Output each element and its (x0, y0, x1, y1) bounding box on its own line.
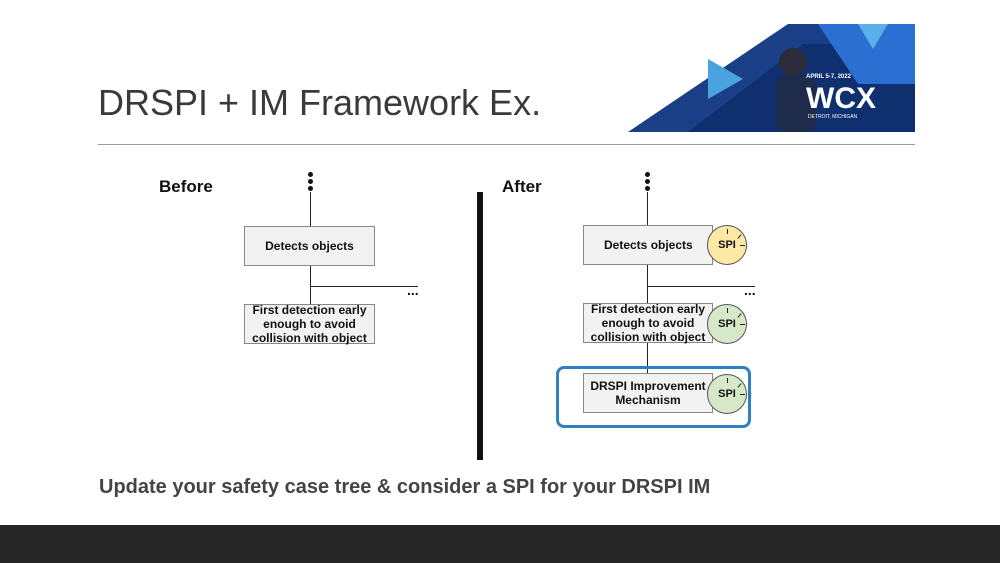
spi-gauge-icon: SPI (707, 225, 747, 265)
connector-line (647, 343, 648, 373)
spi-label: SPI (718, 239, 736, 251)
before-first-detection-box: First detection early enough to avoid co… (244, 303, 375, 345)
connector-line (647, 192, 648, 226)
after-drspi-improvement-box: DRSPI Improvement Mechanism (583, 373, 713, 413)
continuation-dot (308, 179, 313, 184)
continuation-dot (645, 179, 650, 184)
before-after-divider (477, 192, 483, 460)
connector-line (310, 266, 311, 304)
branch-line (647, 286, 755, 287)
before-label: Before (159, 177, 213, 196)
connector-line (310, 192, 311, 226)
new-im-highlight-frame (556, 366, 751, 428)
continuation-dot (645, 186, 650, 191)
continuation-dot (645, 172, 650, 177)
footer-bar (0, 525, 1000, 563)
slide-caption: Update your safety case tree & consider … (99, 476, 711, 498)
wcx-banner: APRIL 5-7, 2022 WCX DETROIT, MICHIGAN (628, 24, 915, 132)
after-first-detection-box: First detection early enough to avoid co… (583, 302, 713, 344)
before-ellipsis: ... (407, 282, 419, 298)
after-ellipsis: ... (744, 282, 756, 298)
continuation-dot (308, 172, 313, 177)
wcx-location: DETROIT, MICHIGAN (808, 114, 858, 120)
slide-title: DRSPI + IM Framework Ex. (98, 82, 542, 123)
spi-gauge-icon: SPI (707, 374, 747, 414)
wcx-logo: WCX (806, 82, 876, 115)
branch-line (310, 286, 418, 287)
play-shape-icon (708, 59, 743, 99)
before-detects-objects-box: Detects objects (244, 226, 375, 266)
after-label: After (502, 177, 542, 196)
spi-label: SPI (718, 318, 736, 330)
continuation-dot (308, 186, 313, 191)
spi-label: SPI (718, 388, 736, 400)
connector-line (647, 265, 648, 303)
after-detects-objects-box: Detects objects (583, 225, 713, 265)
spi-gauge-icon: SPI (707, 304, 747, 344)
wcx-date: APRIL 5-7, 2022 (806, 74, 852, 80)
title-divider (98, 144, 915, 145)
